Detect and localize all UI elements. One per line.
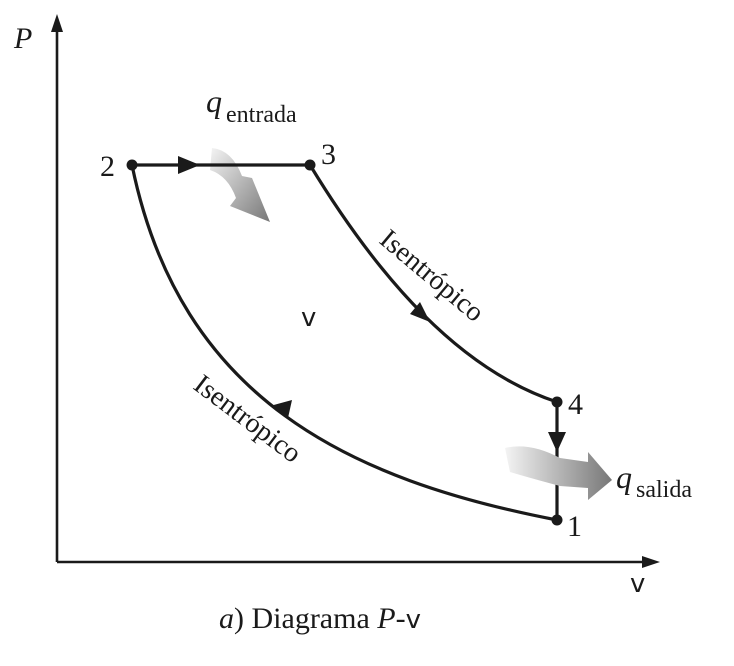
caption-prefix: a <box>219 602 234 635</box>
state-point-1 <box>551 514 563 526</box>
y-axis-label: P <box>13 22 32 55</box>
arrow-1-2-icon <box>270 400 292 418</box>
caption: a) Diagrama P-v <box>219 602 421 635</box>
arrow-4-1-icon <box>548 432 566 452</box>
heat-in-symbol: q <box>206 83 222 119</box>
state-point-2 <box>126 159 138 171</box>
x-axis-label: v <box>630 569 645 599</box>
caption-dash: - <box>396 602 406 635</box>
isentropic-expansion-label: Isentrópico <box>374 224 490 329</box>
state-label-2: 2 <box>100 150 115 183</box>
heat-in-arrow-icon <box>210 148 270 222</box>
cycle <box>126 156 566 526</box>
heat-in-subscript: entrada <box>226 102 297 128</box>
heat-out-subscript: salida <box>636 477 692 503</box>
arrow-2-3-icon <box>178 156 200 174</box>
axes: P v <box>13 14 660 599</box>
state-label-4: 4 <box>568 388 583 421</box>
y-axis-arrow-icon <box>51 14 63 32</box>
caption-title: Diagrama <box>244 602 377 635</box>
state-label-3: 3 <box>321 138 336 171</box>
caption-paren: ) <box>234 602 244 635</box>
caption-var1: P <box>376 602 395 635</box>
x-axis-arrow-icon <box>642 556 660 568</box>
state-point-4 <box>551 396 563 408</box>
state-label-1: 1 <box>567 510 582 543</box>
caption-var2: v <box>406 605 421 635</box>
state-point-3 <box>304 159 316 171</box>
specific-volume-symbol: v <box>301 303 316 333</box>
heat-out-arrow-icon <box>505 446 612 500</box>
arrow-3-4-icon <box>410 302 430 322</box>
heat-out-symbol: q <box>616 459 632 495</box>
